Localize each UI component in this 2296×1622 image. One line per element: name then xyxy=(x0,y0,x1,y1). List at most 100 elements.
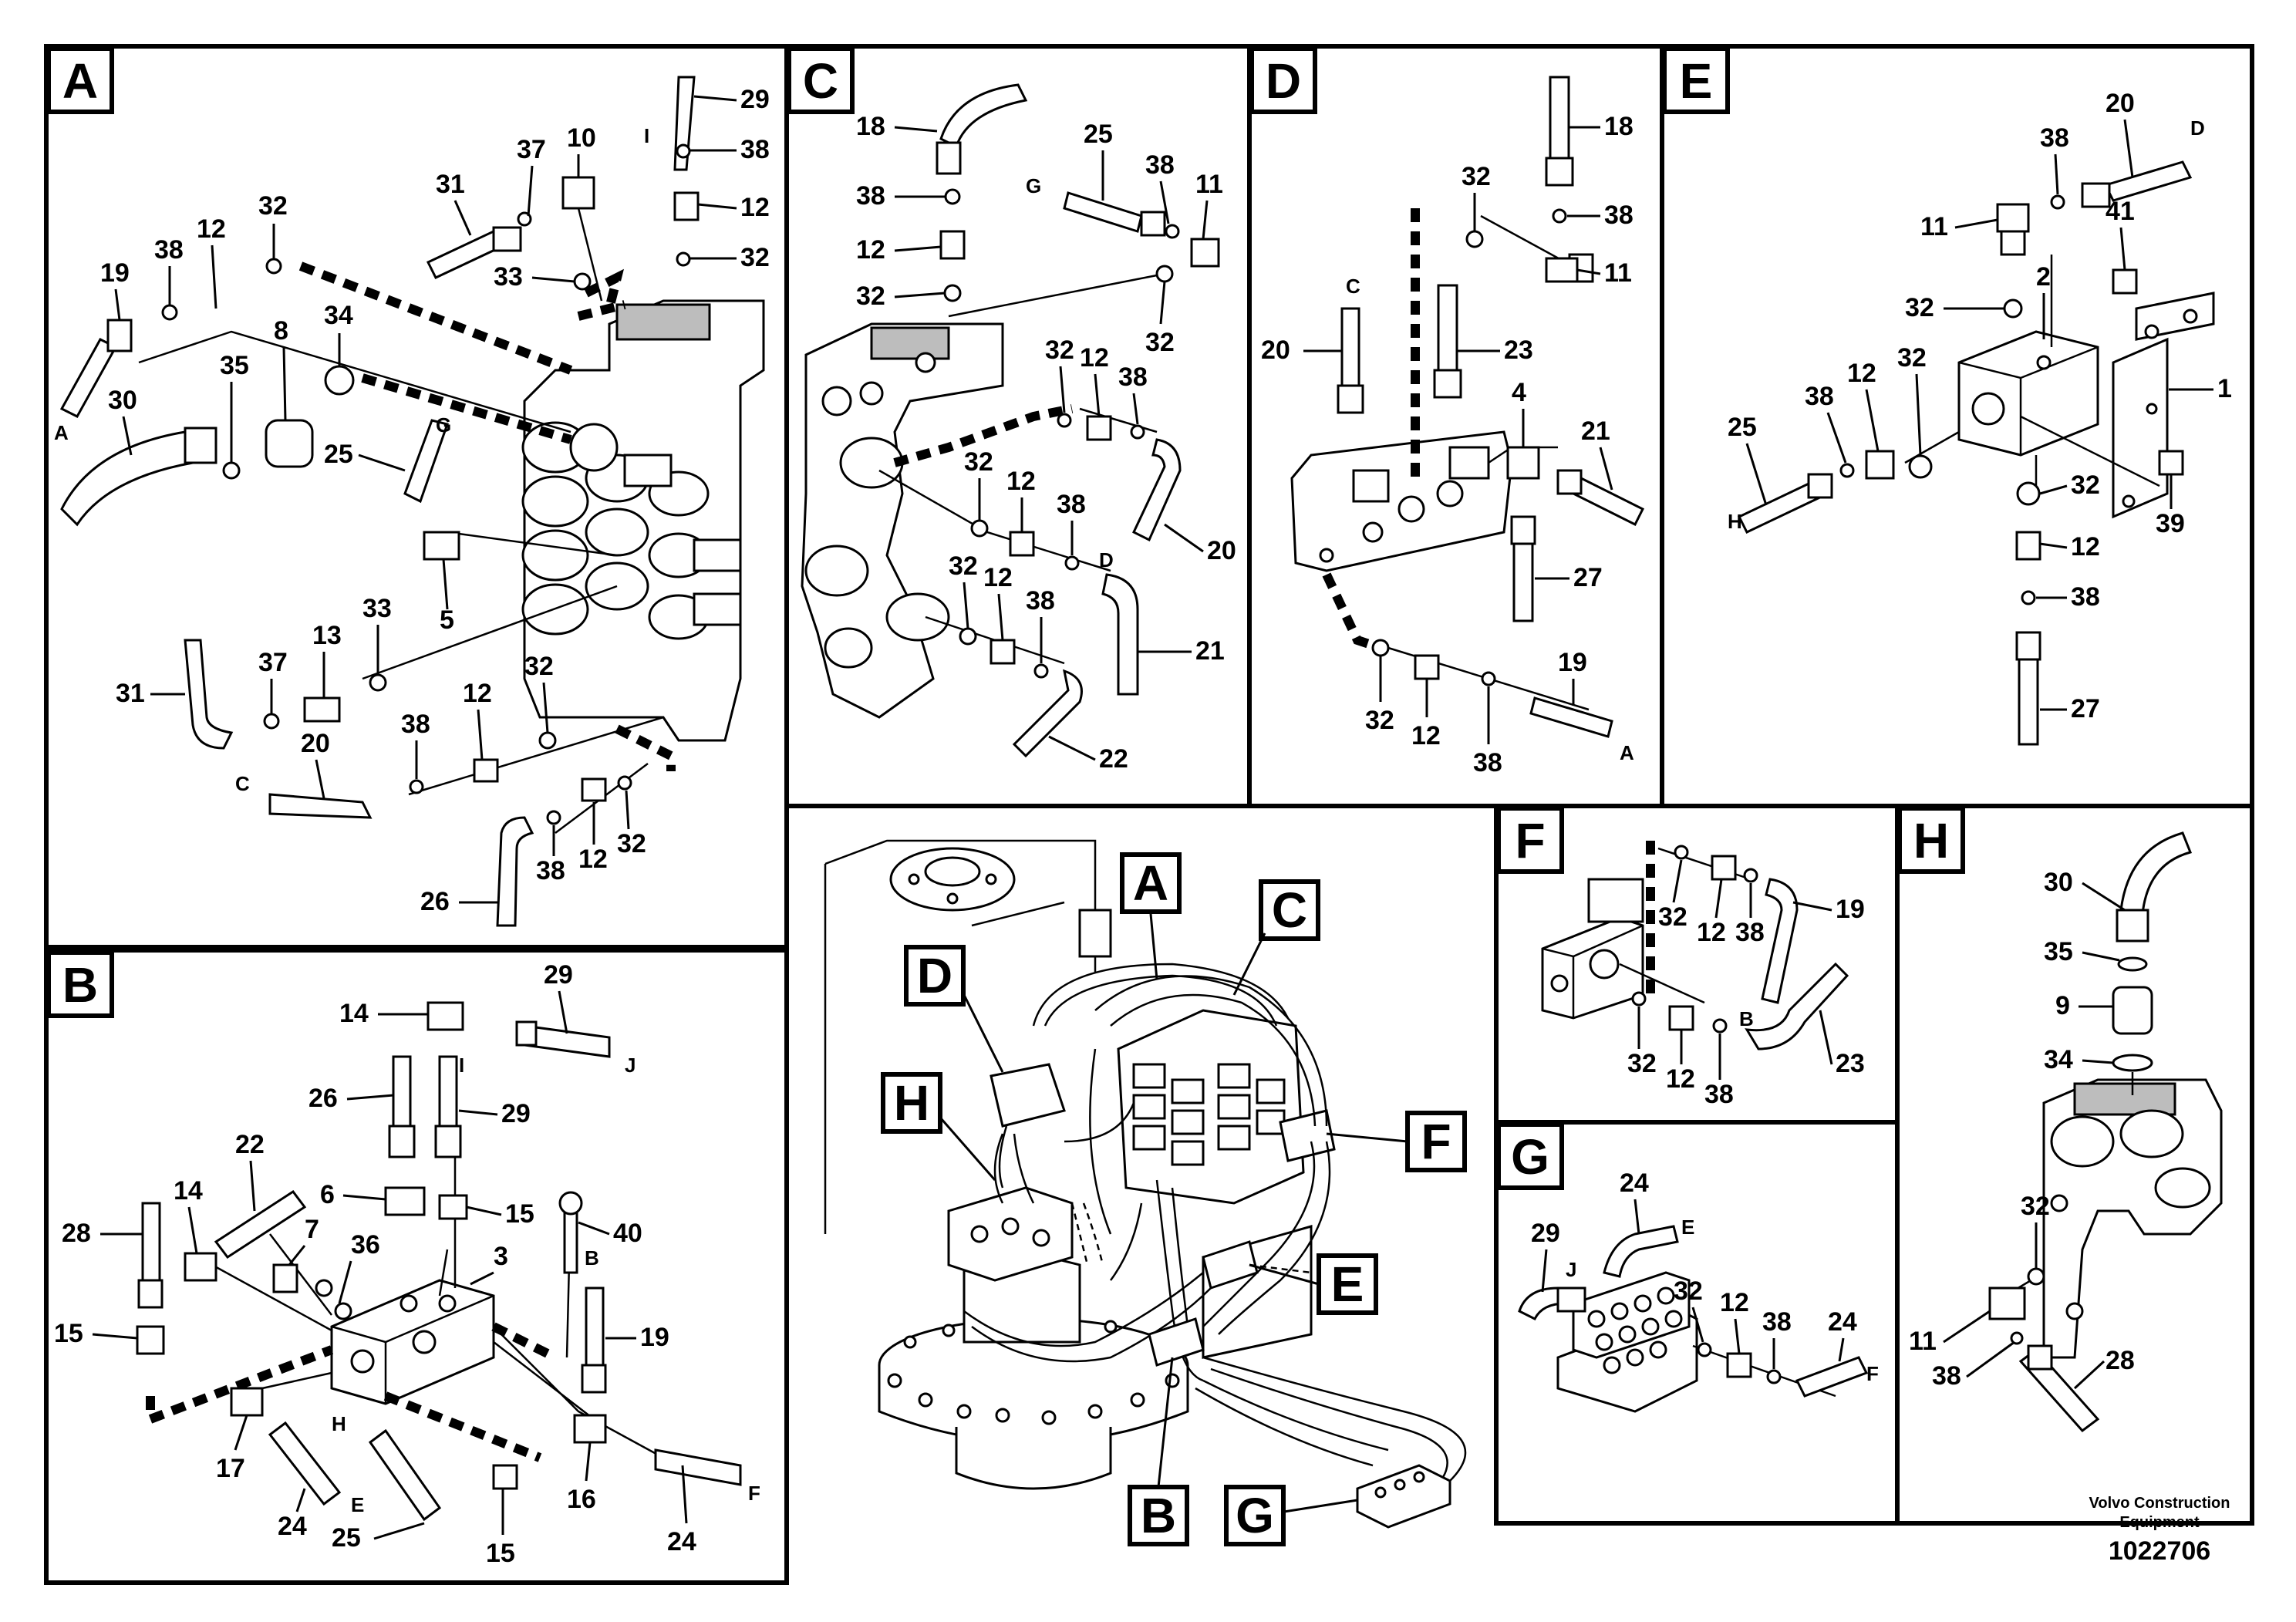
callout-a-10: 10 xyxy=(567,123,596,153)
callout-a-5: 5 xyxy=(440,605,454,635)
svg-text:D: D xyxy=(917,948,952,1003)
callout-e-38-left: 38 xyxy=(1805,382,1834,411)
callout-a-32-low: 32 xyxy=(524,652,554,681)
callout-e-12-low: 12 xyxy=(2071,532,2100,561)
callout-a-38-low: 38 xyxy=(401,710,430,739)
callout-b-36: 36 xyxy=(351,1230,380,1259)
letter-g-e: E xyxy=(1681,1216,1694,1239)
callout-c-21: 21 xyxy=(1195,636,1225,666)
callout-d-11: 11 xyxy=(1604,258,1632,288)
callout-g-24-top: 24 xyxy=(1620,1168,1649,1198)
callout-h-28: 28 xyxy=(2106,1346,2135,1375)
panel-h-tag: H xyxy=(1897,806,1965,874)
letter-c-d: D xyxy=(1099,548,1114,572)
panel-b-tag: B xyxy=(46,950,114,1018)
callout-b-19: 19 xyxy=(640,1323,669,1352)
callout-h-34: 34 xyxy=(2044,1045,2073,1074)
document-number: 1022706 xyxy=(2109,1536,2210,1566)
callout-d-21: 21 xyxy=(1581,416,1610,446)
letter-g-f: F xyxy=(1866,1362,1879,1385)
callout-a-31-low: 31 xyxy=(116,679,145,708)
svg-text:F: F xyxy=(1515,813,1545,868)
overview-tag-b: B xyxy=(1128,1357,1189,1546)
svg-text:A: A xyxy=(1133,855,1168,911)
callout-a-31-top: 31 xyxy=(436,170,465,199)
overview-tag-a: A xyxy=(1120,852,1182,980)
callout-b-14-top: 14 xyxy=(339,999,369,1028)
callout-h-35: 35 xyxy=(2044,937,2073,966)
callout-c-12-left: 12 xyxy=(856,235,885,265)
credit-line-1: Volvo Construction xyxy=(2089,1495,2230,1512)
callout-f-12-top: 12 xyxy=(1697,918,1726,947)
callout-b-15-left: 15 xyxy=(54,1319,83,1348)
callout-c-32-right: 32 xyxy=(1145,328,1175,357)
callout-d-32-top: 32 xyxy=(1462,162,1491,191)
svg-text:H: H xyxy=(1913,813,1949,868)
panel-b-drawing xyxy=(136,1001,742,1522)
callout-a-37: 37 xyxy=(517,135,546,164)
overview-tag-h: H xyxy=(881,1072,996,1181)
callout-h-9: 9 xyxy=(2055,991,2070,1020)
panel-h-callouts: 30 35 9 34 32 11 38 28 xyxy=(1909,868,2135,1391)
callout-a-25: 25 xyxy=(324,440,353,469)
callout-a-20: 20 xyxy=(301,729,330,758)
svg-text:B: B xyxy=(1141,1488,1176,1543)
callout-f-19: 19 xyxy=(1836,895,1865,924)
panel-a-drawing xyxy=(59,76,765,927)
letter-a-g: G xyxy=(436,413,451,437)
overview-tags: A C D H F E B xyxy=(881,852,1467,1546)
callout-c-12-c3: 12 xyxy=(983,563,1013,592)
panel-b-callouts: 29 14 26 29 22 28 14 6 15 40 7 36 3 19 1… xyxy=(54,960,760,1568)
callout-a-34: 34 xyxy=(324,301,353,330)
letter-c-g: G xyxy=(1026,174,1041,197)
callout-b-14-left: 14 xyxy=(174,1176,203,1206)
panel-e-callouts: 20 38 11 41 32 2 12 32 38 25 1 32 39 12 … xyxy=(1728,89,2232,723)
callout-c-38-left: 38 xyxy=(856,181,885,211)
callout-d-4: 4 xyxy=(1512,378,1526,407)
callout-f-38-top: 38 xyxy=(1735,918,1765,947)
callout-e-20: 20 xyxy=(2106,89,2135,118)
callout-c-32-c3: 32 xyxy=(949,551,978,581)
svg-text:G: G xyxy=(1236,1488,1274,1543)
callout-a-32-mid: 32 xyxy=(258,191,288,221)
callout-e-38-top: 38 xyxy=(2040,123,2069,153)
callout-a-32-bottom: 32 xyxy=(617,829,646,858)
callout-c-32-left: 32 xyxy=(856,282,885,311)
panel-e-drawing xyxy=(1737,160,2215,746)
callout-b-26: 26 xyxy=(308,1084,338,1113)
callout-d-38: 38 xyxy=(1604,201,1633,230)
callout-h-11: 11 xyxy=(1909,1327,1937,1356)
letter-b-b: B xyxy=(585,1246,599,1270)
callout-g-38: 38 xyxy=(1762,1307,1792,1337)
callout-b-28: 28 xyxy=(62,1219,91,1248)
letter-d-c: C xyxy=(1346,275,1360,298)
callout-a-8: 8 xyxy=(274,316,288,346)
callout-f-32-top: 32 xyxy=(1658,902,1687,932)
callout-a-30: 30 xyxy=(108,386,137,415)
callout-b-40: 40 xyxy=(613,1219,642,1248)
callout-d-27: 27 xyxy=(1573,563,1603,592)
svg-text:A: A xyxy=(62,53,98,109)
callout-a-32-top: 32 xyxy=(740,243,770,272)
overview-machine-drawing xyxy=(824,839,1467,1529)
callout-c-38-c3: 38 xyxy=(1026,586,1055,615)
callout-a-33-low: 33 xyxy=(362,594,392,623)
callout-e-41: 41 xyxy=(2106,197,2135,226)
callout-a-13: 13 xyxy=(312,621,342,650)
callout-a-29: 29 xyxy=(740,85,770,114)
callout-e-39: 39 xyxy=(2156,509,2185,538)
svg-text:E: E xyxy=(1331,1256,1364,1312)
callout-a-12-low: 12 xyxy=(463,679,492,708)
panel-a-callouts: 29 38 12 32 37 10 31 33 12 32 19 38 30 3… xyxy=(54,85,770,916)
callout-a-12-mid: 12 xyxy=(197,214,226,244)
callout-g-32: 32 xyxy=(1674,1276,1703,1306)
panel-c-callouts: 18 25 38 11 38 12 32 32 32 12 38 32 12 3… xyxy=(856,112,1236,774)
letter-b-j: J xyxy=(625,1054,636,1077)
overview-tag-d: D xyxy=(904,945,1004,1073)
callout-b-29-top: 29 xyxy=(544,960,573,990)
callout-c-12-mid: 12 xyxy=(1080,343,1109,373)
callout-c-12-c2: 12 xyxy=(1006,467,1036,496)
letter-b-f: F xyxy=(748,1482,760,1505)
callout-c-11: 11 xyxy=(1195,170,1223,199)
callout-c-38-mid: 38 xyxy=(1118,363,1148,392)
